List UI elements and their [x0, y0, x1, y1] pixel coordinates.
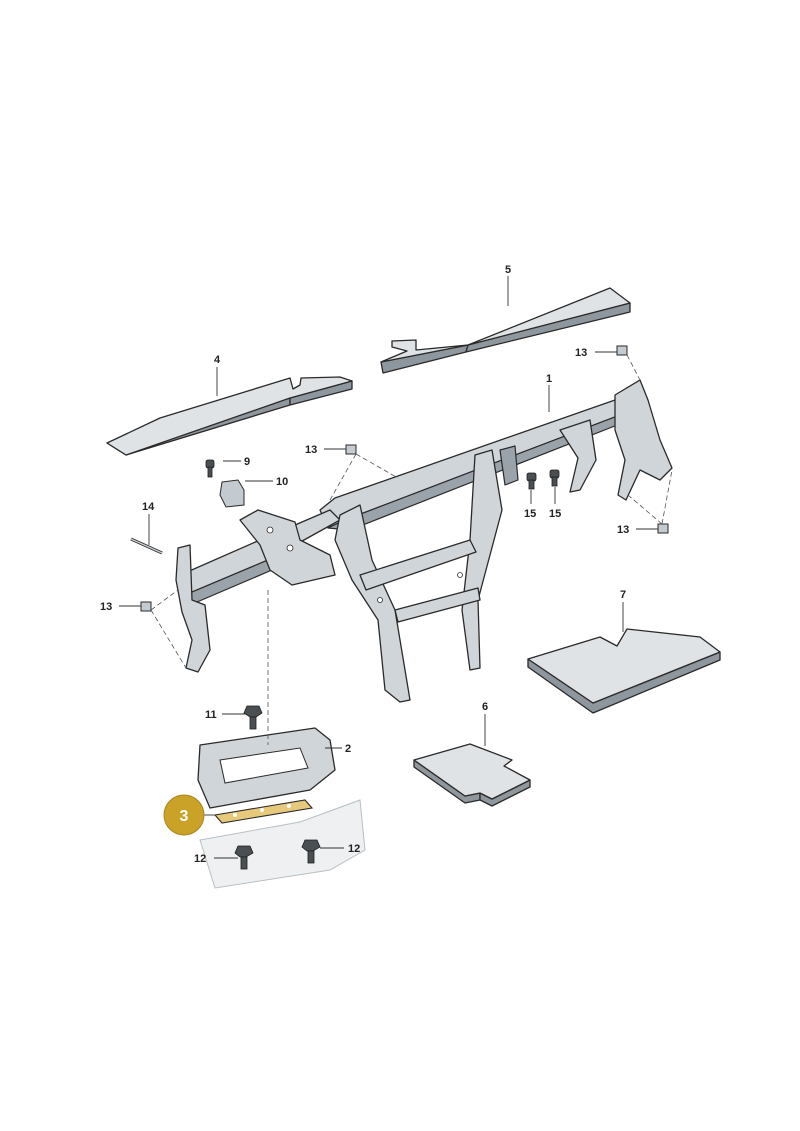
part-5-panel[interactable]	[380, 287, 631, 374]
part-9-screw[interactable]	[205, 459, 215, 478]
callout-3-highlight[interactable]: 3	[163, 794, 205, 836]
callout-10: 10	[276, 476, 288, 488]
part-10-clip[interactable]	[219, 479, 245, 508]
part-12-bolt-right[interactable]	[301, 839, 321, 864]
callout-12-left: 12	[194, 853, 206, 865]
part-7-pad[interactable]	[527, 628, 721, 714]
part-2-bracket[interactable]	[197, 727, 336, 809]
callout-6: 6	[482, 701, 488, 713]
callout-13-center: 13	[305, 444, 317, 456]
part-4-panel[interactable]	[106, 376, 353, 456]
callout-4: 4	[214, 354, 221, 366]
callout-labels: 1 2 4 5 6 7 9 10 11 12 12 13 13 13 13 14…	[100, 264, 629, 865]
callout-3: 3	[180, 808, 189, 825]
callout-1: 1	[546, 373, 552, 385]
part-13-clip-b[interactable]	[345, 444, 357, 455]
part-15-screw-a[interactable]	[526, 472, 537, 490]
part-13-clip-c[interactable]	[140, 601, 152, 612]
callout-9: 9	[244, 456, 250, 468]
callout-2: 2	[345, 743, 351, 755]
callout-12-right: 12	[348, 843, 360, 855]
part-3-strip[interactable]	[213, 799, 314, 824]
part-15-screw-b[interactable]	[549, 469, 560, 487]
part-11-bolt[interactable]	[243, 705, 263, 730]
part-6-pad[interactable]	[413, 743, 531, 807]
part-1-cross-car-beam[interactable]	[175, 379, 673, 703]
callout-13-top-right: 13	[575, 347, 587, 359]
part-12-bolt-left[interactable]	[234, 845, 254, 870]
leader-lines	[119, 276, 673, 859]
callout-14: 14	[142, 501, 155, 513]
callout-15-right: 15	[549, 508, 561, 520]
callout-13-left: 13	[100, 601, 112, 613]
part-13-clip-a[interactable]	[616, 345, 628, 356]
callout-13-bottom-right: 13	[617, 524, 629, 536]
callout-11: 11	[205, 709, 217, 721]
callout-5: 5	[505, 264, 511, 276]
part-14-pin[interactable]	[130, 537, 163, 555]
callout-7: 7	[620, 589, 626, 601]
part-13-clip-d[interactable]	[657, 523, 669, 534]
callout-15-left: 15	[524, 508, 536, 520]
